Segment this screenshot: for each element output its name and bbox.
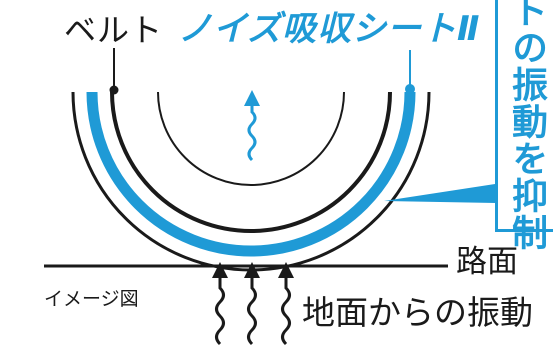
noise-sheet-arc [86, 91, 416, 257]
belt-label: ベルト [64, 11, 164, 49]
ground-vibration-label: 地面からの振動 [302, 293, 533, 332]
callout-box [495, 0, 553, 232]
callout-text: トの振動を抑制 [506, 0, 547, 251]
callout-pointer [384, 184, 496, 203]
inner-arrowhead [244, 90, 260, 106]
inner-arc [157, 91, 345, 186]
belt-leader-dot [109, 85, 119, 95]
noise-sheet-label: ノイズ吸収シートⅡ [178, 9, 481, 49]
ground-arrowhead-2 [244, 262, 260, 278]
ground-arrowhead-1 [212, 262, 228, 278]
inner-vibration-arrow [247, 96, 257, 162]
ground-arrowhead-3 [278, 262, 294, 278]
belt-arc [110, 91, 392, 233]
sheet-leader-dot [405, 84, 415, 94]
road-surface-label: 路面 [456, 244, 518, 280]
ground-vibration-arrows [215, 276, 291, 346]
image-note-label: イメージ図 [44, 288, 139, 310]
outer-arc [71, 91, 431, 272]
